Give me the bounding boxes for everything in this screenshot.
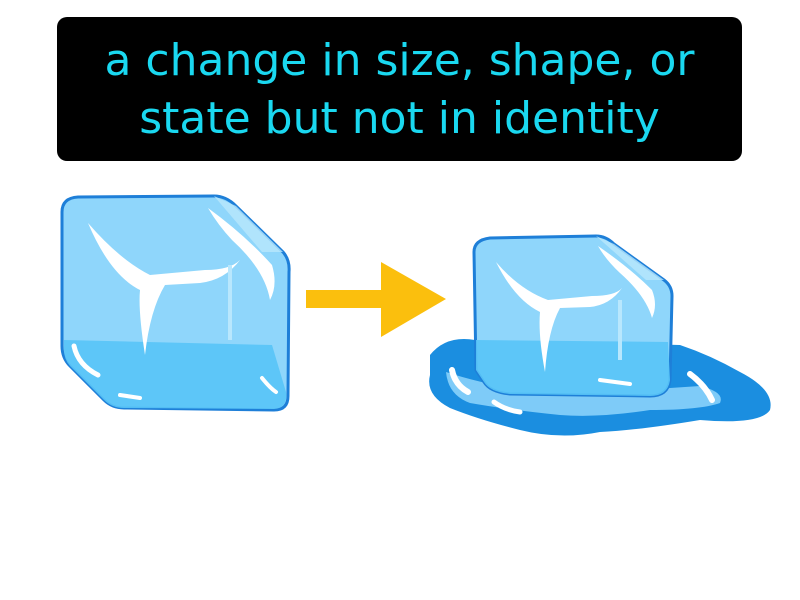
definition-line-2: state but not in identity [139, 93, 660, 144]
definition-banner: a change in size, shape, or state but no… [57, 17, 742, 161]
ice-cube-icon [60, 194, 291, 412]
melting-ice-cube-icon [429, 234, 771, 436]
arrow-right-icon [306, 262, 446, 337]
definition-line-1: a change in size, shape, or [104, 35, 695, 86]
